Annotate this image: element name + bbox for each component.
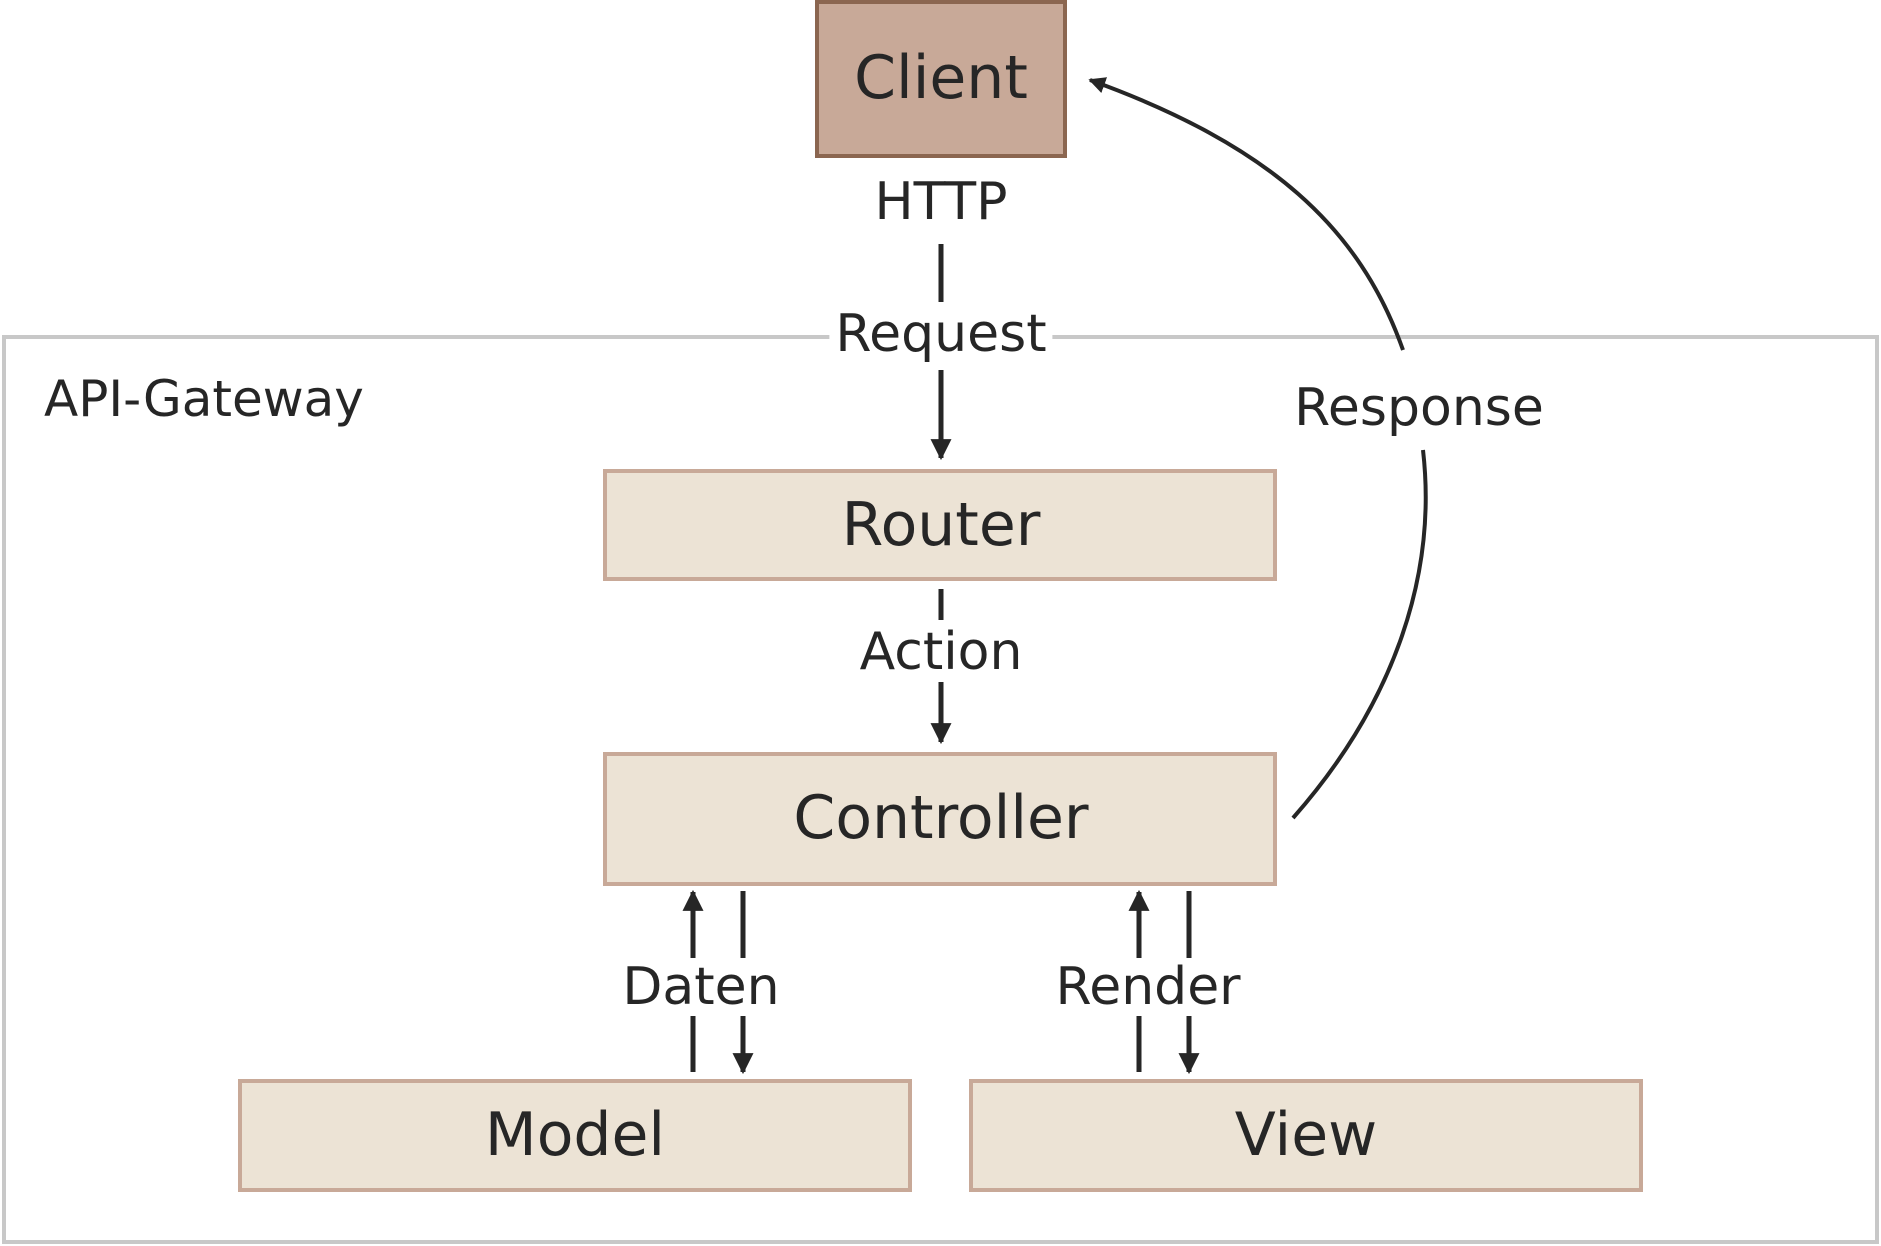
response-label: Response (1288, 382, 1550, 434)
controller-box (603, 752, 1277, 886)
client-box (815, 0, 1067, 158)
api-gateway-label: API-Gateway (44, 370, 364, 428)
model-label: Model (484, 1100, 666, 1170)
response-arrow-upper (1088, 77, 1405, 351)
client-label: Client (854, 43, 1028, 113)
view-box (969, 1079, 1643, 1192)
request-label: Request (829, 308, 1053, 360)
action-label: Action (853, 626, 1029, 678)
router-label: Router (841, 490, 1041, 560)
response-arrow-lower (1291, 449, 1428, 820)
model-box (238, 1079, 912, 1192)
view-label: View (1234, 1100, 1378, 1170)
render-label: Render (1049, 961, 1247, 1013)
http-label: HTTP (868, 176, 1014, 228)
router-box (603, 469, 1277, 581)
daten-label: Daten (616, 961, 786, 1013)
controller-label: Controller (793, 783, 1089, 853)
